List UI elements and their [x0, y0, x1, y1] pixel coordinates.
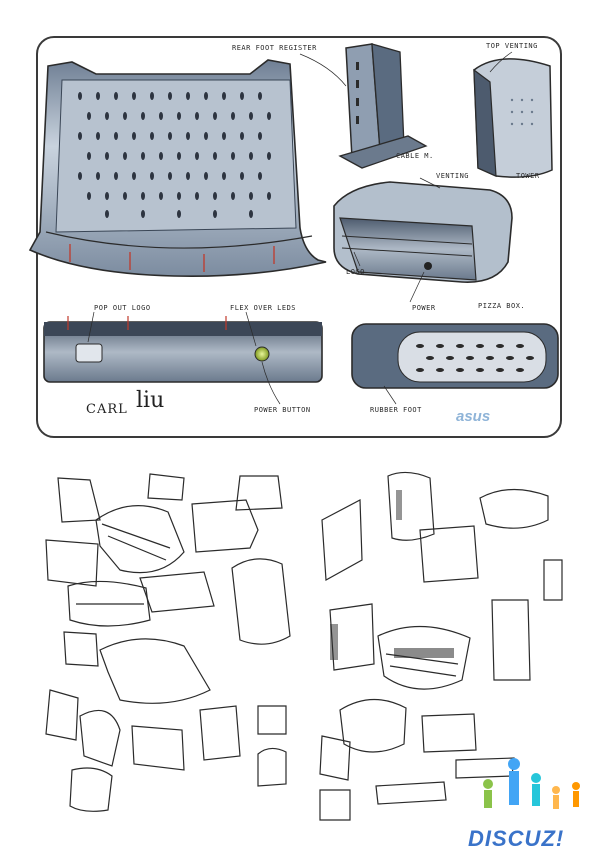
- ideation-sketches: [45, 471, 563, 821]
- annotation-power-button: POWER BUTTON: [254, 406, 311, 414]
- annotation-venting: VENTING: [436, 172, 470, 180]
- annotation-pop-out-logo: POP OUT LOGO: [94, 304, 151, 312]
- designer-signature-last: liu: [136, 388, 165, 413]
- front-view-render: [43, 316, 323, 383]
- designer-signature-first: CARL: [86, 402, 128, 417]
- tower-render: [338, 43, 428, 169]
- annotation-rubber-foot: RUBBER FOOT: [370, 406, 422, 414]
- ideation-sketch-shading: [330, 490, 454, 660]
- top-view-render: [28, 59, 327, 278]
- watermark-figures: [483, 758, 580, 809]
- annotation-power: POWER: [412, 304, 436, 312]
- discuz-watermark: DISCUZ!: [468, 826, 565, 851]
- annotation-tower: TOWER: [516, 172, 540, 180]
- pizza-box-render: [333, 181, 513, 283]
- annotation-pizza-box: PIZZA BOX.: [478, 302, 526, 310]
- annotation-cable-m: CABLE M.: [396, 152, 434, 160]
- annotation-rear-foot-register: REAR FOOT REGISTER: [232, 44, 317, 52]
- annotation-logo: LOGO: [346, 268, 365, 276]
- asus-logo: asus: [456, 408, 491, 425]
- small-tower-render: [473, 58, 553, 178]
- side-view-render: [351, 323, 559, 389]
- annotation-flex-over-leds: FLEX OVER LEDS: [230, 304, 297, 312]
- annotation-top-venting: TOP VENTING: [486, 42, 538, 50]
